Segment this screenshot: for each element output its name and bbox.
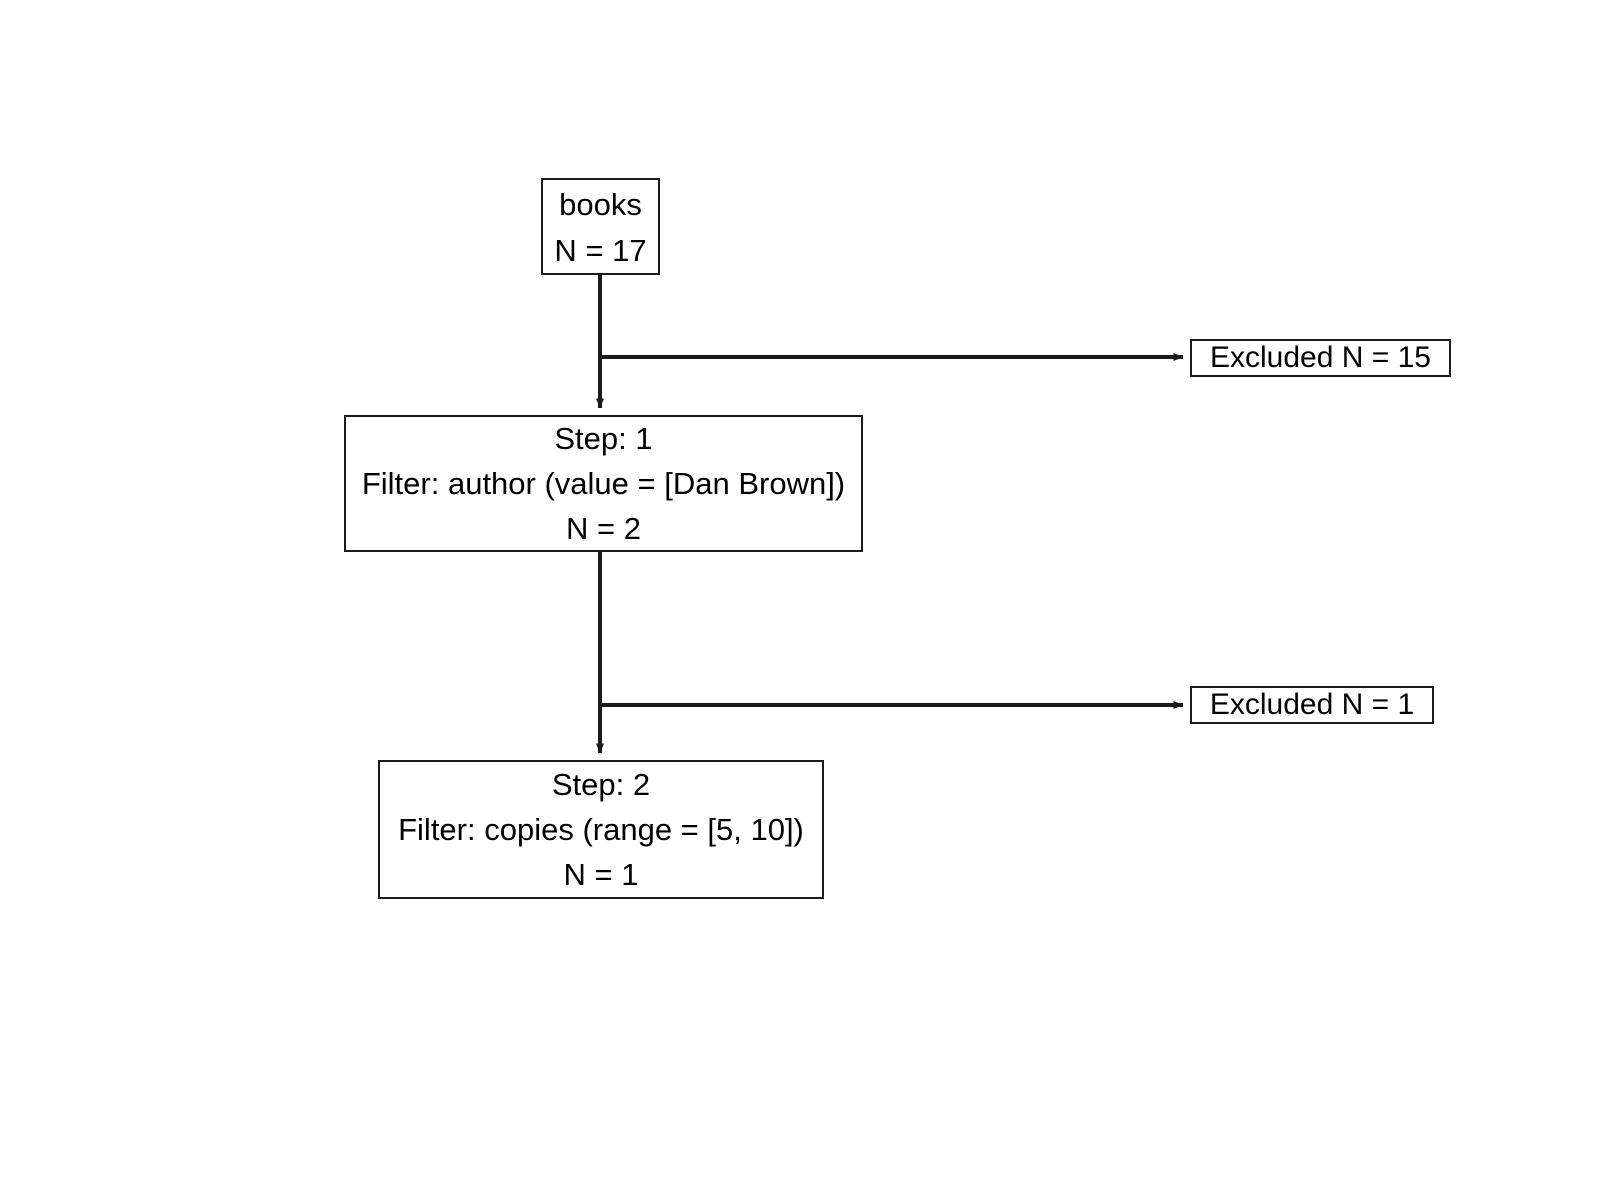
node-step-2[interactable]: Step: 2 Filter: copies (range = [5, 10])…	[378, 760, 824, 899]
source-count: N = 17	[554, 232, 647, 268]
node-source-books[interactable]: books N = 17	[541, 178, 660, 275]
excluded-2-label: Excluded N = 1	[1209, 688, 1415, 721]
step-2-title: Step: 2	[551, 767, 651, 802]
step-1-title: Step: 1	[554, 421, 653, 456]
step-1-filter: Filter: author (value = [Dan Brown])	[361, 466, 846, 501]
excluded-1-label: Excluded N = 15	[1210, 341, 1431, 374]
source-label: books	[559, 186, 642, 222]
step-1-count: N = 2	[566, 511, 641, 546]
step-2-count: N = 1	[563, 857, 639, 892]
node-excluded-2[interactable]: Excluded N = 1	[1190, 686, 1434, 724]
node-step-1[interactable]: Step: 1 Filter: author (value = [Dan Bro…	[344, 415, 863, 552]
node-excluded-1[interactable]: Excluded N = 15	[1190, 339, 1451, 377]
step-2-filter: Filter: copies (range = [5, 10])	[398, 812, 804, 847]
